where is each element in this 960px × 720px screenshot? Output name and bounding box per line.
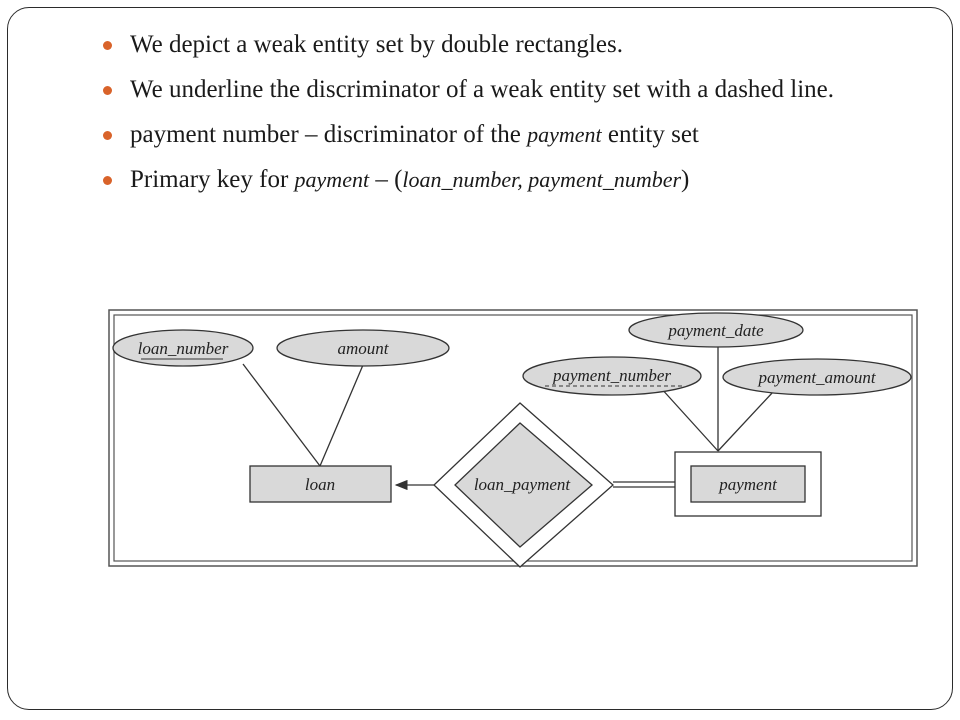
attribute-ellipse-loan-number (112, 329, 254, 367)
attribute-label-payment-date: payment_date (667, 321, 764, 340)
bullet-dot-icon (103, 176, 112, 185)
line-payment-amount-payment (717, 391, 774, 452)
entity-payment (690, 465, 806, 503)
entity-loan (249, 465, 392, 503)
bullet-text-pre: Primary key for (130, 166, 295, 193)
line-loan-number-loan (242, 363, 321, 467)
attribute-label-payment-amount: payment_amount (757, 368, 876, 387)
er-diagram: loan_number amount payment_date payment_… (108, 309, 918, 569)
line-amount-loan (319, 364, 364, 467)
attribute-label-amount: amount (338, 339, 390, 358)
bullet-text-pre: payment number – discriminator of the (130, 121, 528, 148)
bullet-item: We depict a weak entity set by double re… (100, 28, 900, 62)
bullet-text-post: entity set (601, 121, 699, 148)
bullet-text-mid: – ( (369, 166, 403, 193)
bullet-text-italic: payment (527, 122, 602, 147)
relationship-loan-payment (454, 422, 593, 548)
attribute-ellipse-amount (276, 329, 450, 367)
slide-frame (7, 7, 953, 710)
primary-key-text: loan_number, payment_number (402, 167, 682, 192)
bullet-dot-icon (103, 86, 112, 95)
bullet-dot-icon (103, 131, 112, 140)
bullet-item: We underline the discriminator of a weak… (100, 73, 900, 107)
bullet-text: We underline the discriminator of a weak… (130, 76, 835, 103)
entity-label-payment: payment (718, 475, 778, 494)
attribute-label-loan-number: loan_number (138, 339, 229, 358)
relationship-label-loan-payment: loan_payment (474, 475, 572, 494)
bullet-text-italic: payment (294, 167, 370, 192)
bullet-item: payment number – discriminator of the pa… (100, 118, 900, 152)
attribute-label-payment-number: payment_number (552, 366, 671, 385)
attribute-ellipse-payment-amount (722, 358, 912, 396)
attribute-ellipse-payment-date (628, 312, 804, 348)
bullet-list: We depict a weak entity set by double re… (100, 28, 900, 208)
bullet-item: Primary key for payment – (loan_number, … (100, 163, 900, 197)
entity-label-loan: loan (305, 475, 335, 494)
bullet-text-post: ) (681, 166, 690, 193)
line-payment-number-payment (659, 386, 719, 452)
bullet-dot-icon (103, 41, 112, 50)
bullet-text: We depict a weak entity set by double re… (130, 31, 623, 58)
